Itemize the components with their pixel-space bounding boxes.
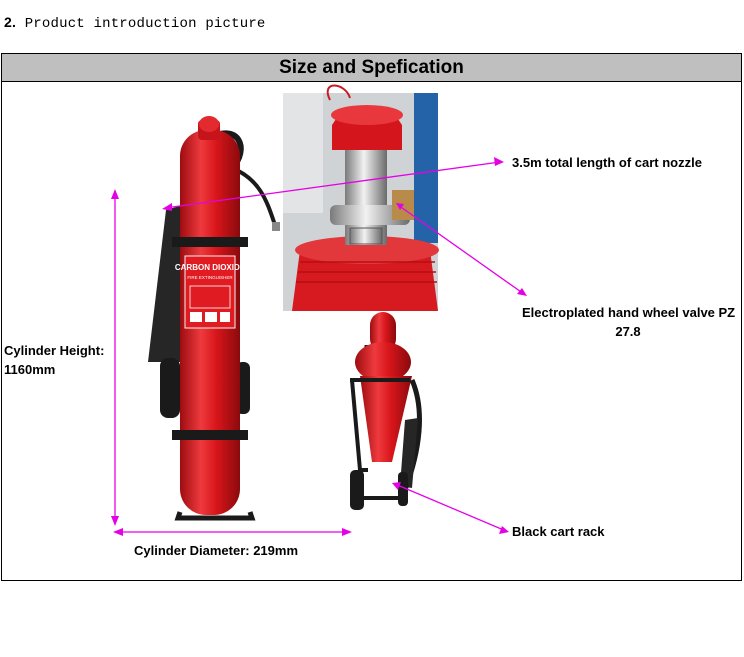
valve-label: Electroplated hand wheel valve PZ 27.8 bbox=[522, 303, 736, 341]
spec-title: Size and Spefication bbox=[2, 54, 741, 82]
intro-text: Product introduction picture bbox=[24, 16, 266, 32]
diameter-label: Cylinder Diameter: 219mm bbox=[134, 543, 299, 558]
valve-closeup bbox=[283, 84, 439, 311]
strap-top bbox=[172, 237, 248, 247]
nozzle-pointer bbox=[164, 161, 501, 209]
spec-panel: Size and Spefication bbox=[1, 53, 742, 581]
wheel-left bbox=[160, 358, 180, 418]
cart-pointer bbox=[394, 483, 507, 532]
height-label-line2: 1160mm bbox=[4, 362, 56, 377]
valve-pointer bbox=[397, 204, 525, 295]
valve-label-line2: 27.8 bbox=[615, 324, 641, 339]
discharge-horn bbox=[148, 205, 183, 362]
intro-number: 2. bbox=[4, 14, 17, 30]
product-label-line2: FIRE EXTINGUISHER bbox=[187, 275, 233, 280]
cart-photo bbox=[350, 312, 422, 510]
height-label-line1: Cylinder Height: bbox=[4, 343, 105, 358]
cart-label: Black cart rack bbox=[512, 524, 605, 539]
intro-heading: 2. Product introduction picture bbox=[4, 14, 266, 32]
nozzle-label: 3.5m total length of cart nozzle bbox=[512, 155, 702, 170]
extinguisher-main: CARBON DIOXIDE FIRE EXTINGUISHER bbox=[148, 116, 280, 521]
height-label: Cylinder Height: 1160mm bbox=[4, 341, 104, 379]
annotations bbox=[111, 157, 527, 536]
product-label-line1: CARBON DIOXIDE bbox=[175, 263, 246, 272]
valve-label-line1: Electroplated hand wheel valve PZ bbox=[522, 305, 736, 320]
strap-bottom bbox=[172, 430, 248, 440]
